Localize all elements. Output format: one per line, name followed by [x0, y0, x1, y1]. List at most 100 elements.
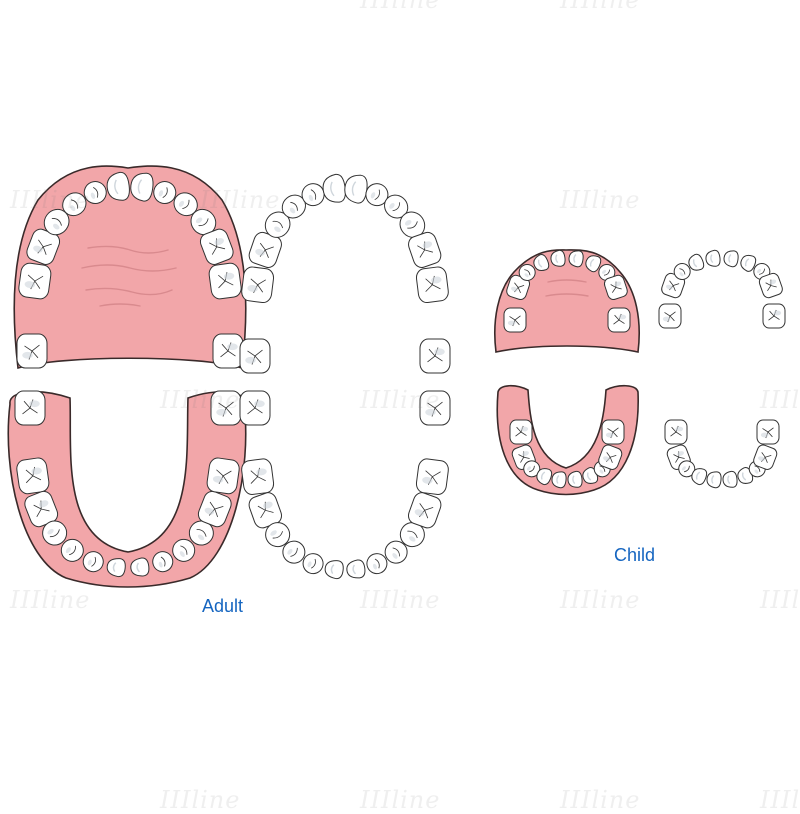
tooth-icon — [408, 231, 442, 268]
watermark-text: IIIline — [360, 0, 441, 14]
tooth-icon — [365, 183, 389, 207]
tooth-icon — [415, 266, 449, 304]
tooth-icon — [568, 250, 584, 268]
adult-upper-teeth — [16, 171, 244, 369]
tooth-icon — [603, 274, 628, 301]
tooth-icon — [60, 538, 84, 562]
tooth-icon — [691, 468, 708, 486]
tooth-icon — [688, 253, 705, 271]
watermark-text: IIIline — [360, 786, 441, 814]
tooth-icon — [756, 419, 780, 445]
tooth-icon — [550, 249, 566, 267]
tooth-icon — [346, 559, 366, 579]
tooth-icon — [408, 492, 442, 529]
tooth-icon — [601, 419, 625, 445]
child-label: Child — [614, 545, 656, 565]
tooth-icon — [153, 181, 177, 205]
tooth-icon — [322, 173, 346, 203]
adult-lower-arch-with-gums — [7, 390, 247, 588]
tooth-icon — [130, 172, 154, 202]
tooth-icon — [664, 419, 688, 445]
tooth-icon — [506, 274, 531, 301]
tooth-icon — [62, 192, 87, 217]
adult-label: Adult — [202, 596, 244, 616]
child-lower-arch-with-gums — [496, 384, 639, 496]
watermark-text: IIIline — [200, 186, 281, 214]
tooth-icon — [83, 181, 107, 205]
watermark-text: IIIline — [10, 586, 91, 614]
tooth-icon — [265, 522, 291, 548]
watermark-text: IIIline — [760, 786, 800, 814]
watermark-text: IIIline — [160, 786, 241, 814]
tooth-icon — [106, 558, 126, 578]
tooth-icon — [533, 254, 550, 271]
tooth-icon — [366, 553, 388, 575]
tooth-icon — [152, 551, 174, 573]
tooth-icon — [241, 266, 275, 304]
tooth-icon — [212, 333, 244, 369]
tooth-icon — [188, 520, 214, 546]
child-lower-arch-teeth-only — [664, 419, 780, 489]
tooth-icon — [172, 538, 196, 562]
tooth-icon — [384, 540, 408, 564]
adult-upper-arch-with-gums — [13, 165, 247, 370]
tooth-icon — [722, 470, 738, 488]
tooth-icon — [598, 263, 616, 281]
tooth-icon — [762, 303, 786, 329]
tooth-icon — [302, 553, 324, 575]
tooth-icon — [190, 208, 217, 236]
child-palate-ridges — [545, 279, 589, 297]
tooth-icon — [16, 457, 50, 495]
child-upper-arch-with-gums — [494, 249, 640, 353]
child-upper-arch-teeth-only — [658, 249, 786, 329]
tooth-icon — [384, 194, 409, 219]
tooth-icon — [661, 272, 686, 299]
tooth-icon — [706, 471, 722, 489]
watermark-text: IIIline — [760, 386, 800, 414]
child-upper-gum — [494, 249, 640, 353]
tooth-icon — [673, 263, 691, 281]
tooth-icon — [509, 419, 533, 445]
tooth-icon — [18, 262, 52, 300]
tooth-icon — [248, 231, 282, 268]
watermark-text: IIIline — [560, 786, 641, 814]
tooth-icon — [658, 303, 682, 329]
tooth-icon — [208, 262, 242, 300]
tooth-icon — [551, 471, 567, 489]
tooth-icon — [14, 390, 46, 426]
tooth-icon — [42, 520, 68, 546]
tooth-icon — [585, 255, 602, 273]
adult-palate-ridges — [81, 245, 177, 307]
watermark-text: IIIline — [760, 586, 800, 614]
adult-upper-arch-teeth-only — [239, 173, 451, 374]
watermark-text: IIIline — [560, 186, 641, 214]
tooth-icon — [301, 183, 325, 207]
tooth-icon — [282, 540, 306, 564]
adult-lower-arch-teeth-only — [239, 390, 451, 580]
child-upper-teeth — [503, 249, 631, 333]
tooth-icon — [197, 490, 232, 528]
tooth-icon — [753, 444, 778, 470]
tooth-icon — [173, 192, 198, 217]
tooth-icon — [503, 307, 527, 333]
tooth-icon — [344, 174, 368, 204]
tooth-icon — [130, 557, 150, 577]
child-lower-teeth — [509, 419, 625, 489]
tooth-icon — [199, 228, 234, 265]
tooth-icon — [723, 250, 739, 268]
tooth-icon — [607, 307, 631, 333]
watermark-text: IIIline — [160, 386, 241, 414]
tooth-icon — [239, 390, 271, 426]
adult-upper-gum — [13, 165, 247, 370]
tooth-icon — [241, 458, 275, 495]
tooth-icon — [598, 444, 623, 470]
tooth-icon — [758, 272, 783, 299]
watermark-text: IIIline — [560, 586, 641, 614]
tooth-icon — [567, 470, 583, 488]
tooth-icon — [748, 460, 766, 478]
watermark-text: IIIline — [360, 386, 441, 414]
tooth-icon — [82, 551, 104, 573]
watermark-text: IIIline — [360, 586, 441, 614]
watermark-text: IIIline — [10, 186, 91, 214]
